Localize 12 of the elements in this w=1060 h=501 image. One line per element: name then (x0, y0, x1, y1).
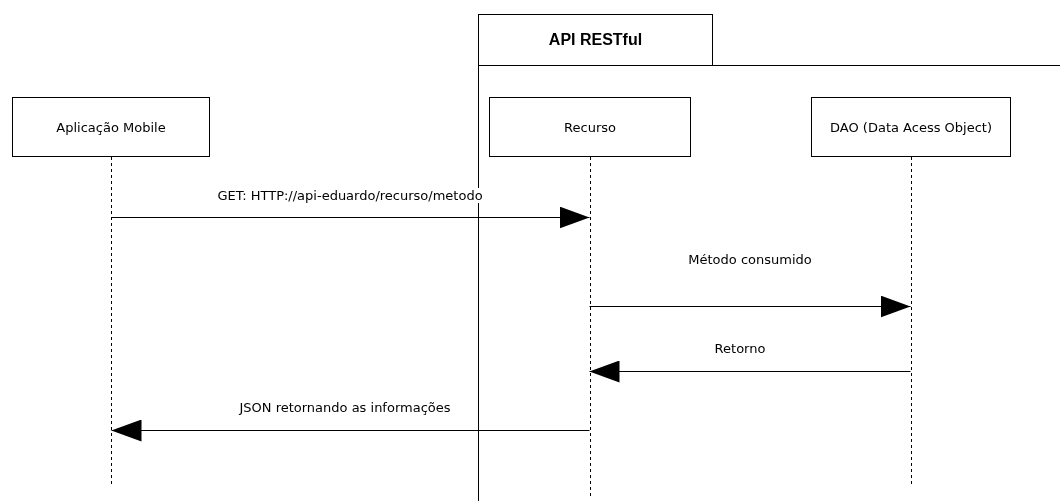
message-label: GET: HTTP://api-eduardo/recurso/metodo (215, 188, 485, 203)
frame-title: API RESTful (479, 14, 713, 66)
participant-box: Aplicação Mobile (12, 97, 210, 157)
message-arrow (111, 206, 590, 229)
participant-box: DAO (Data Acess Object) (811, 97, 1011, 157)
message-arrow (589, 295, 911, 318)
message-label: JSON retornando as informações (237, 400, 453, 415)
message-label: Retorno (712, 341, 768, 356)
participant-box: Recurso (489, 97, 691, 157)
message-arrow (589, 360, 911, 383)
message-label: Método consumido (686, 252, 814, 267)
message-arrow (111, 419, 590, 442)
